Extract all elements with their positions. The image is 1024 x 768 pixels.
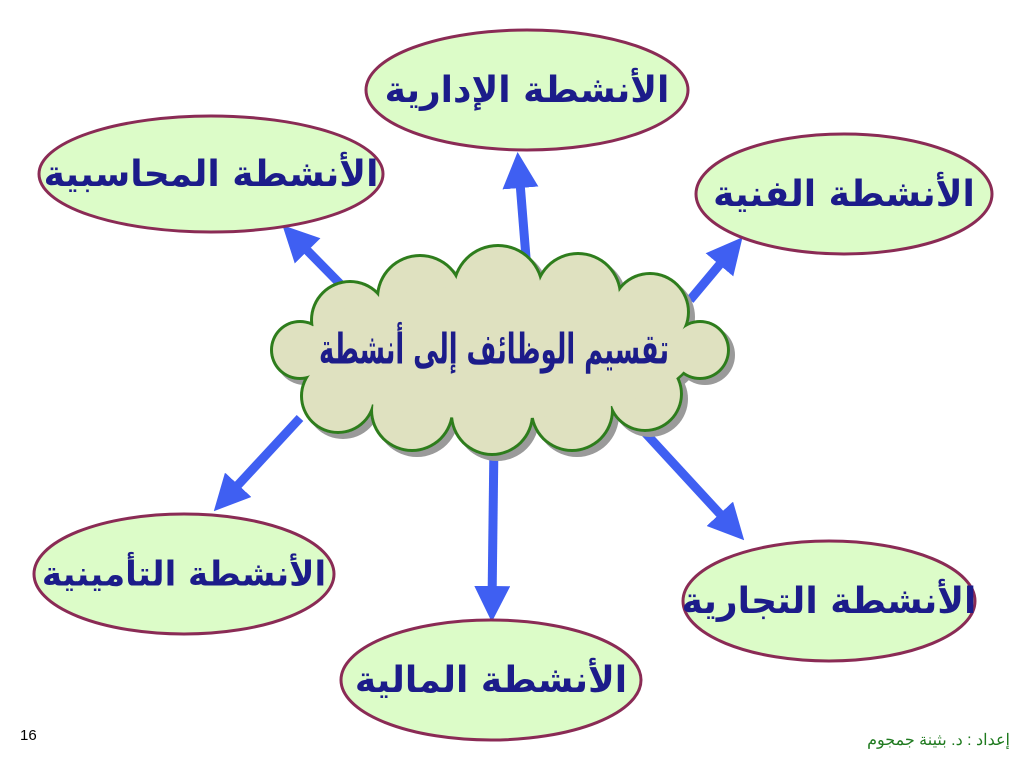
arrow-to-insurance bbox=[213, 414, 304, 512]
arrow-to-technical bbox=[686, 237, 743, 303]
node-administrative-label: الأنشطة الإدارية bbox=[385, 67, 670, 111]
node-technical: الأنشطة الفنية bbox=[694, 132, 994, 256]
node-commercial-label: الأنشطة التجارية bbox=[682, 578, 977, 622]
page-number: 16 bbox=[20, 727, 37, 744]
node-administrative: الأنشطة الإدارية bbox=[364, 28, 690, 152]
author-credit: إعداد : د. بثينة جمجوم bbox=[867, 732, 1010, 749]
node-accounting-label: الأنشطة المحاسبية bbox=[44, 151, 379, 195]
arrow-to-financial bbox=[474, 440, 511, 622]
node-insurance-label: الأنشطة التأمينية bbox=[42, 552, 326, 595]
node-financial: الأنشطة المالية bbox=[339, 618, 643, 742]
node-technical-label: الأنشطة الفنية bbox=[713, 171, 975, 215]
node-financial-label: الأنشطة المالية bbox=[355, 657, 627, 701]
arrow-to-commercial bbox=[634, 421, 745, 541]
node-insurance: الأنشطة التأمينية bbox=[32, 512, 336, 636]
node-commercial: الأنشطة التجارية bbox=[681, 539, 977, 663]
center-label: تقسيم الوظائف إلى أنشطة bbox=[319, 322, 669, 375]
center-cloud bbox=[270, 244, 730, 456]
node-accounting: الأنشطة المحاسبية bbox=[37, 114, 385, 234]
